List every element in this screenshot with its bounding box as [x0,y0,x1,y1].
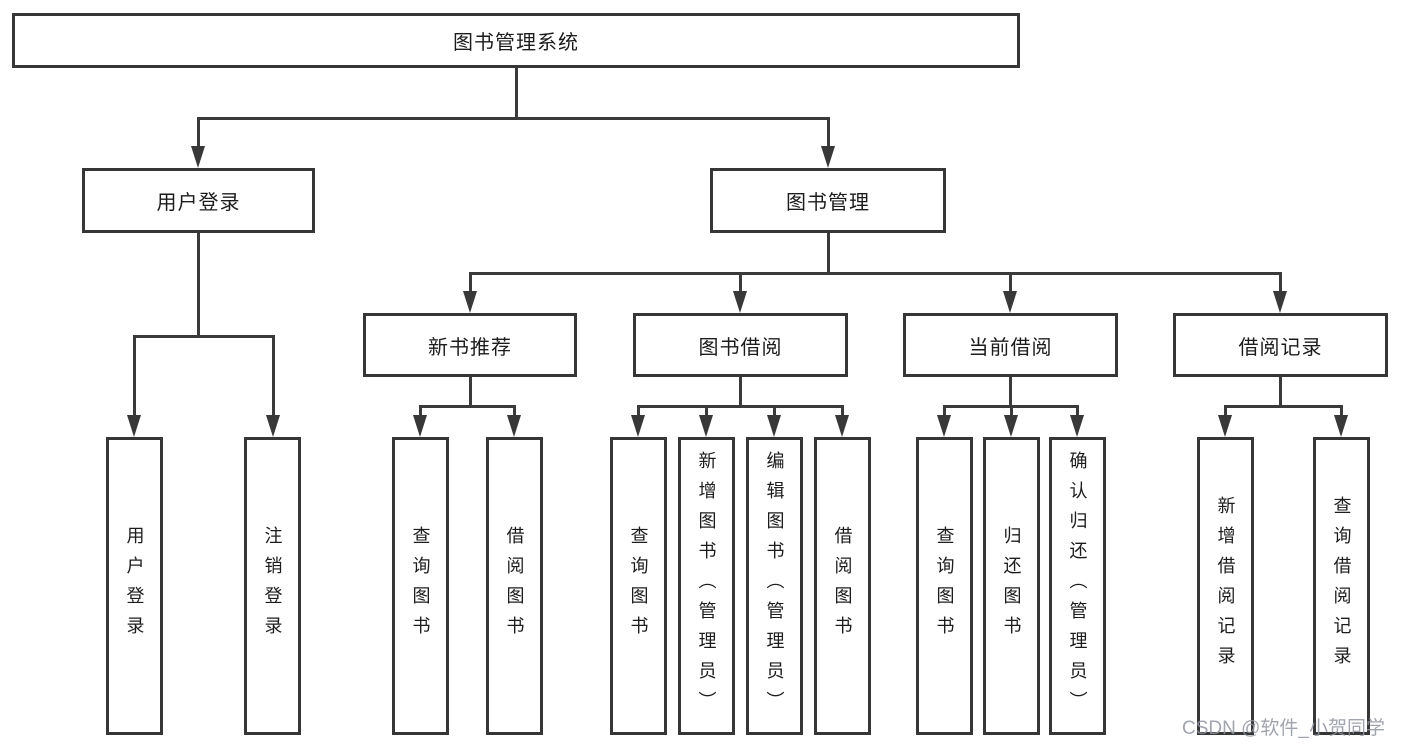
leaf-query-borrow-record: 查询借阅记录 [1313,437,1370,735]
connector-line [469,377,472,407]
leaf-confirm-return-admin: 确认归还（管理员） [1049,437,1106,735]
connector-line [1009,377,1012,407]
arrow-down-icon [699,415,713,437]
connector-line [1279,272,1282,294]
leaf-borrow-books-recommend: 借阅图书 [486,437,543,735]
leaf-query-books-current-label: 查询图书 [934,526,955,646]
connector-line [1076,405,1079,418]
node-borrow-record: 借阅记录 [1173,313,1388,377]
connector-line [1224,405,1227,418]
connector-line [469,272,1282,275]
arrow-down-icon [507,415,521,437]
arrow-down-icon [1273,291,1287,313]
leaf-logout: 注销登录 [244,437,301,735]
arrow-down-icon [821,146,835,168]
arrow-down-icon [266,415,280,437]
connector-line [1010,405,1013,418]
arrow-down-icon [835,415,849,437]
connector-line [419,405,422,418]
leaf-add-books-admin: 新增图书（管理员） [678,437,735,735]
connector-line [133,335,275,338]
connector-line [469,272,472,294]
connector-line [133,335,136,418]
node-user-login-label: 用户登录 [156,192,241,214]
leaf-edit-books-admin: 编辑图书（管理员） [746,437,803,735]
leaf-return-books: 归还图书 [983,437,1040,735]
leaf-user-login: 用户登录 [106,437,163,735]
leaf-confirm-return-admin-label: 确认归还（管理员） [1067,451,1088,721]
arrow-down-icon [733,291,747,313]
leaf-borrow-books-recommend-label: 借阅图书 [504,526,525,646]
connector-line [197,117,830,120]
arrow-down-icon [413,415,427,437]
connector-line [739,272,742,294]
connector-line [773,405,776,418]
arrow-down-icon [463,291,477,313]
node-user-login: 用户登录 [82,168,315,233]
leaf-query-books-recommend: 查询图书 [392,437,449,735]
arrow-down-icon [1218,415,1232,437]
connector-line [943,405,946,418]
arrow-down-icon [127,415,141,437]
connector-line [841,405,844,418]
leaf-query-books-borrow: 查询图书 [610,437,667,735]
node-book-management: 图书管理 [710,168,946,233]
node-root: 图书管理系统 [12,13,1020,68]
leaf-query-borrow-record-label: 查询借阅记录 [1331,496,1352,676]
arrow-down-icon [1070,415,1084,437]
arrow-down-icon [191,146,205,168]
arrow-down-icon [767,415,781,437]
leaf-add-books-admin-label: 新增图书（管理员） [696,451,717,721]
leaf-user-login-label: 用户登录 [124,526,145,646]
leaf-query-books-borrow-label: 查询图书 [628,526,649,646]
leaf-borrow-books: 借阅图书 [814,437,871,735]
node-root-label: 图书管理系统 [453,32,579,54]
leaf-borrow-books-label: 借阅图书 [832,526,853,646]
arrow-down-icon [1003,291,1017,313]
connector-line [1009,272,1012,294]
connector-line [637,405,640,418]
node-book-borrow: 图书借阅 [633,313,848,377]
node-new-book-recommend-label: 新书推荐 [428,336,512,359]
leaf-logout-label: 注销登录 [262,526,283,646]
csdn-watermark: CSDN @软件_小贺同学 [1182,718,1385,739]
arrow-down-icon [1004,415,1018,437]
arrow-down-icon [631,415,645,437]
connector-line [705,405,708,418]
connector-line [272,335,275,418]
arrow-down-icon [1334,415,1348,437]
connector-line [827,117,830,150]
arrow-down-icon [937,415,951,437]
connector-line [419,405,516,408]
leaf-query-books-current: 查询图书 [916,437,973,735]
connector-line [637,405,844,408]
connector-line [1340,405,1343,418]
leaf-add-borrow-record-label: 新增借阅记录 [1215,496,1236,676]
leaf-query-books-recommend-label: 查询图书 [410,526,431,646]
connector-line [197,233,200,337]
connector-line [513,405,516,418]
leaf-add-borrow-record: 新增借阅记录 [1197,437,1254,735]
leaf-edit-books-admin-label: 编辑图书（管理员） [764,451,785,721]
node-book-borrow-label: 图书借阅 [698,336,783,359]
connector-line [1224,405,1343,408]
leaf-return-books-label: 归还图书 [1001,526,1022,646]
connector-line [515,68,518,119]
node-borrow-record-label: 借阅记录 [1238,336,1323,359]
connector-line [197,117,200,150]
node-current-borrow-label: 当前借阅 [968,336,1053,359]
connector-line [739,377,742,407]
node-new-book-recommend: 新书推荐 [363,313,577,377]
connector-line [1279,377,1282,407]
node-book-management-label: 图书管理 [786,192,870,214]
connector-line [827,233,830,275]
node-current-borrow: 当前借阅 [903,313,1118,377]
